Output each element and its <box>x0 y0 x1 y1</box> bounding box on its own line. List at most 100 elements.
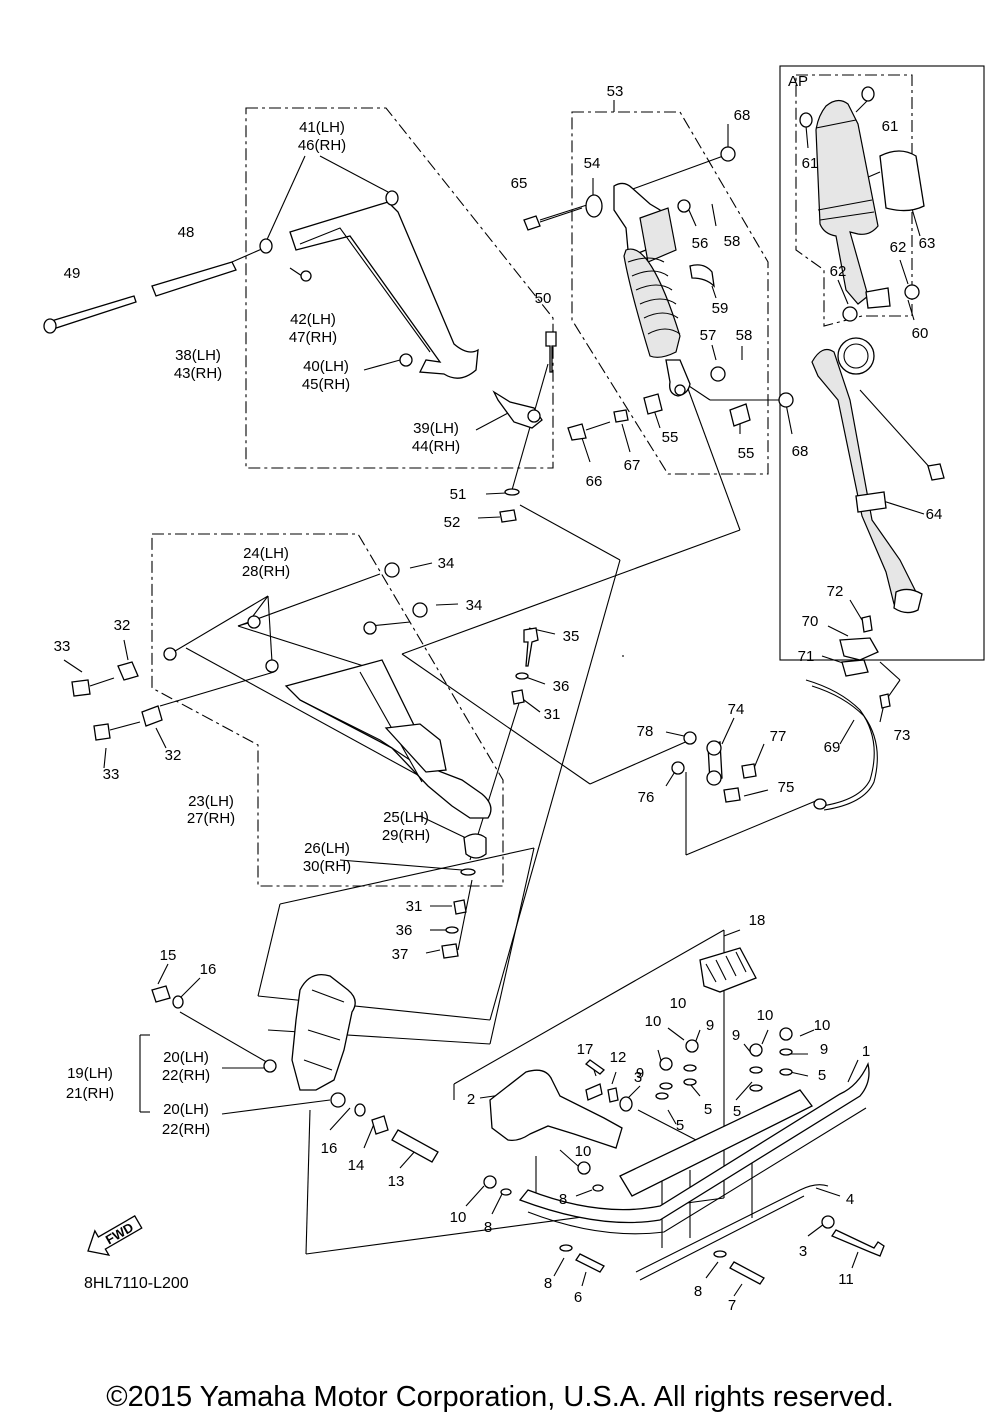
ap-reservoir <box>879 150 925 212</box>
part-label-l21: 21(RH) <box>66 1085 114 1102</box>
part-label-l51: 51 <box>450 486 467 503</box>
part-label-l53: 53 <box>607 83 624 100</box>
part-label-l61b: 61 <box>802 155 819 172</box>
part-label-l61a: 61 <box>882 118 899 135</box>
part-label-l16a: 16 <box>200 961 217 978</box>
part-label-l30: 30(RH) <box>303 858 351 875</box>
lower-a-arm <box>284 659 492 819</box>
part-label-l33a: 33 <box>54 638 71 655</box>
cable-69 <box>805 679 875 807</box>
part-label-l70: 70 <box>802 613 819 630</box>
part-label-l15: 15 <box>160 947 177 964</box>
leader-lines <box>63 99 925 1297</box>
part-label-l50: 50 <box>535 290 552 307</box>
upper-arm-group-box <box>245 107 554 469</box>
part-label-l6: 6 <box>574 1289 582 1306</box>
part-label-l54: 54 <box>584 155 601 172</box>
part-label-l52: 52 <box>444 514 461 531</box>
part-label-l37: 37 <box>392 946 409 963</box>
part-label-l20b: 20(LH) <box>163 1101 209 1118</box>
part-label-l8d: 8 <box>694 1283 702 1300</box>
part-label-l78: 78 <box>637 723 654 740</box>
shaft-13 <box>391 1129 439 1163</box>
part-label-l46: 46(RH) <box>298 137 346 154</box>
part-label-l60: 60 <box>912 325 929 342</box>
part-label-l9d: 9 <box>820 1041 828 1058</box>
part-label-l29: 29(RH) <box>382 827 430 844</box>
copyright: ©2015 Yamaha Motor Corporation, U.S.A. A… <box>106 1381 894 1413</box>
part-label-l62b: 62 <box>890 239 907 256</box>
label-ap: AP <box>788 73 808 90</box>
part-label-l8a: 8 <box>559 1191 567 1208</box>
part-label-l9a: 9 <box>636 1065 644 1082</box>
part-label-l34a: 34 <box>438 555 455 572</box>
part-label-l13: 13 <box>388 1173 405 1190</box>
part-label-l5b: 5 <box>704 1101 712 1118</box>
part-label-l77: 77 <box>770 728 787 745</box>
part-label-l39: 39(LH) <box>413 420 459 437</box>
ap-shock-body <box>815 99 879 305</box>
part-label-l72: 72 <box>827 583 844 600</box>
drawing-code: 8HL7110-L200 <box>84 1275 189 1292</box>
part-label-l26: 26(LH) <box>304 840 350 857</box>
part-label-l12: 12 <box>610 1049 627 1066</box>
part-label-l40: 40(LH) <box>303 358 349 375</box>
ski-saddle <box>619 1089 813 1197</box>
part-label-l49: 49 <box>64 265 81 282</box>
spindle <box>291 973 356 1091</box>
shaft-48 <box>151 261 237 297</box>
group-boxes <box>151 65 985 887</box>
part-label-l22b: 22(RH) <box>162 1121 210 1138</box>
part-label-l10a: 10 <box>645 1013 662 1030</box>
part-label-l58a: 58 <box>724 233 741 250</box>
bolt-35 <box>523 627 539 667</box>
part-label-l38: 38(LH) <box>175 347 221 364</box>
lower-arm-group-box <box>151 533 504 887</box>
part-label-l43: 43(RH) <box>174 365 222 382</box>
part-label-l31a: 31 <box>544 706 561 723</box>
part-label-l58b: 58 <box>736 327 753 344</box>
part-label-l45: 45(RH) <box>302 376 350 393</box>
part-label-l5d: 5 <box>733 1103 741 1120</box>
bolt-49 <box>47 295 137 331</box>
part-label-l10f: 10 <box>450 1209 467 1226</box>
bolt-11 <box>831 1229 885 1257</box>
upper-a-arm <box>289 201 479 379</box>
part-label-l68a: 68 <box>734 107 751 124</box>
ap-shock-64 <box>811 349 921 610</box>
part-label-l41: 41(LH) <box>299 119 345 136</box>
part-label-l10b: 10 <box>670 995 687 1012</box>
part-label-l56: 56 <box>692 235 709 252</box>
runner-4 <box>635 1184 829 1273</box>
part-label-l8c: 8 <box>544 1275 552 1292</box>
part-label-l23: 23(LH) <box>188 793 234 810</box>
part-label-l74: 74 <box>728 701 745 718</box>
part-label-l2: 2 <box>467 1091 475 1108</box>
part-label-l20a: 20(LH) <box>163 1049 209 1066</box>
part-label-l3b: 3 <box>799 1243 807 1260</box>
bolt-50 <box>545 331 557 373</box>
part-label-l47: 47(RH) <box>289 329 337 346</box>
part-label-l34b: 34 <box>466 597 483 614</box>
fwd-arrow: FWD <box>87 1215 143 1257</box>
part-label-l67: 67 <box>624 457 641 474</box>
part-label-l19: 19(LH) <box>67 1065 113 1082</box>
part-labels: AP 8HL7110-L200 ©2015 Yamaha Motor Corpo… <box>54 73 943 1413</box>
part-label-l44: 44(RH) <box>412 438 460 455</box>
part-label-l17: 17 <box>577 1041 594 1058</box>
bushing-55 <box>643 393 663 415</box>
part-label-l10c: 10 <box>757 1007 774 1024</box>
part-label-l9c: 9 <box>732 1027 740 1044</box>
part-label-l32a: 32 <box>114 617 131 634</box>
part-label-l55a: 55 <box>662 429 679 446</box>
part-label-l35: 35 <box>563 628 580 645</box>
part-label-l1: 1 <box>862 1043 870 1060</box>
part-label-l3a: 3 <box>634 1069 642 1086</box>
part-label-l14: 14 <box>348 1157 365 1174</box>
part-label-l55b: 55 <box>738 445 755 462</box>
part-label-l66: 66 <box>586 473 603 490</box>
part-label-l11: 11 <box>838 1271 854 1288</box>
part-label-l4: 4 <box>846 1191 854 1208</box>
part-label-l36b: 36 <box>396 922 413 939</box>
